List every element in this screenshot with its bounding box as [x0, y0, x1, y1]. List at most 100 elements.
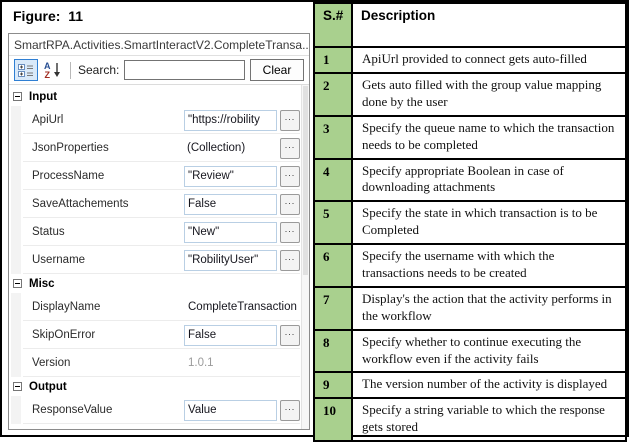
svg-text:Z: Z	[45, 70, 51, 80]
table-row: 10 Specify a string variable to which th…	[313, 397, 627, 442]
serial-header: S.#	[313, 2, 353, 48]
property-value-field[interactable]: False	[184, 324, 277, 346]
serial-cell: 10	[313, 397, 353, 442]
table-row: 6 Specify the username with which the tr…	[313, 243, 627, 288]
alphabetical-sort-icon[interactable]: A Z	[43, 60, 63, 80]
section-label: Output	[29, 380, 67, 393]
property-row: SaveAttachements False ...	[9, 190, 300, 218]
ellipsis-button[interactable]: ...	[280, 221, 300, 243]
property-name: Username	[32, 254, 86, 266]
property-grid: Input ApiUrl "https://robility ... JsonP…	[9, 85, 309, 429]
row-indent	[11, 321, 21, 349]
description-cell: Specify a string variable to which the r…	[351, 397, 627, 442]
table-row: 7 Display's the action that the activity…	[313, 285, 627, 331]
properties-toolbar: A Z Search: Clear	[9, 56, 309, 85]
property-row: Status "New" ...	[9, 218, 300, 246]
description-cell: Specify appropriate Boolean in case of d…	[351, 157, 627, 203]
table-row: 1 ApiUrl provided to connect gets auto-f…	[313, 46, 627, 74]
property-name: DisplayName	[32, 301, 101, 313]
serial-cell: 6	[313, 243, 353, 288]
property-row: JsonProperties (Collection) ...	[9, 134, 300, 162]
property-name: Status	[32, 226, 65, 238]
table-row: 8 Specify whether to continue executing …	[313, 328, 627, 374]
description-cell: Specify the username with which the tran…	[351, 243, 627, 288]
serial-cell: 4	[313, 157, 353, 203]
figure-caption: Figure: 11	[13, 8, 84, 24]
property-row: Username "RobilityUser" ...	[9, 246, 300, 274]
description-cell: Specify the queue name to which the tran…	[351, 114, 627, 160]
description-cell: Display's the action that the activity p…	[351, 285, 627, 331]
row-indent	[11, 396, 21, 424]
scrollbar[interactable]	[301, 85, 309, 429]
property-row: ResponseValue Value ...	[9, 396, 300, 424]
description-table-body: 1 ApiUrl provided to connect gets auto-f…	[313, 46, 627, 442]
activity-fullname: SmartRPA.Activities.SmartInteractV2.Comp…	[9, 34, 309, 56]
collapse-minus-icon[interactable]	[13, 279, 22, 288]
table-row: 4 Specify appropriate Boolean in case of…	[313, 157, 627, 203]
collapse-minus-icon[interactable]	[13, 382, 22, 391]
ellipsis-button[interactable]: ...	[280, 193, 300, 215]
serial-cell: 5	[313, 200, 353, 246]
ellipsis-button[interactable]: ...	[280, 249, 300, 271]
clear-button[interactable]: Clear	[250, 59, 304, 81]
ellipsis-button[interactable]: ...	[280, 137, 300, 159]
table-row: 3 Specify the queue name to which the tr…	[313, 114, 627, 160]
property-row: Version 1.0.1	[9, 349, 300, 377]
properties-panel: SmartRPA.Activities.SmartInteractV2.Comp…	[8, 33, 310, 430]
property-row: SkipOnError False ...	[9, 321, 300, 349]
serial-cell: 3	[313, 114, 353, 160]
serial-cell: 7	[313, 285, 353, 331]
ellipsis-button[interactable]: ...	[280, 399, 300, 421]
property-name: ApiUrl	[32, 114, 64, 126]
description-cell: Gets auto filled with the group value ma…	[351, 72, 627, 117]
row-indent	[11, 134, 21, 162]
property-section-header: Output	[9, 377, 300, 396]
property-value-field[interactable]: "Review"	[184, 165, 277, 187]
description-cell: ApiUrl provided to connect gets auto-fil…	[351, 46, 627, 74]
categorized-view-button[interactable]	[14, 59, 38, 81]
property-value-field[interactable]: "New"	[184, 221, 277, 243]
collapse-minus-icon[interactable]	[13, 92, 22, 101]
property-value-field[interactable]: (Collection)	[187, 142, 246, 154]
serial-cell: 9	[313, 371, 353, 400]
serial-cell: 2	[313, 72, 353, 117]
property-value-field[interactable]: "RobilityUser"	[184, 249, 277, 271]
row-indent	[11, 349, 21, 377]
description-cell: Specify whether to continue executing th…	[351, 328, 627, 374]
property-row: DisplayName CompleteTransaction	[9, 293, 300, 321]
description-cell: Specify the state in which transaction i…	[351, 200, 627, 246]
property-value-field[interactable]: "https://robility	[184, 109, 277, 131]
property-value-field[interactable]: 1.0.1	[188, 357, 214, 369]
toolbar-separator	[70, 61, 71, 79]
table-row: 9 The version number of the activity is …	[313, 371, 627, 400]
table-row: 5 Specify the state in which transaction…	[313, 200, 627, 246]
row-indent	[11, 190, 21, 218]
description-header: Description	[351, 2, 627, 48]
row-indent	[11, 106, 21, 134]
search-input[interactable]	[124, 60, 245, 80]
property-name: ResponseValue	[32, 404, 113, 416]
ellipsis-button[interactable]: ...	[280, 109, 300, 131]
scrollbar-thumb[interactable]	[303, 86, 308, 276]
search-label: Search:	[78, 63, 120, 77]
property-row: ApiUrl "https://robility ...	[9, 106, 300, 134]
property-value-field[interactable]: False	[184, 193, 277, 215]
section-label: Misc	[29, 277, 55, 290]
property-row: ProcessName "Review" ...	[9, 162, 300, 190]
property-value-field[interactable]: CompleteTransaction	[188, 301, 297, 313]
ellipsis-button[interactable]: ...	[280, 165, 300, 187]
description-cell: The version number of the activity is di…	[351, 371, 627, 400]
property-section-header: Input	[9, 87, 300, 106]
row-indent	[11, 162, 21, 190]
row-indent	[11, 293, 21, 321]
svg-text:A: A	[44, 61, 51, 71]
row-indent	[11, 218, 21, 246]
property-name: JsonProperties	[32, 142, 109, 154]
table-header-row: S.# Description	[313, 2, 627, 48]
ellipsis-button[interactable]: ...	[280, 324, 300, 346]
categorized-view-icon	[18, 63, 33, 77]
property-value-field[interactable]: Value	[184, 399, 277, 421]
description-table: S.# Description 1 ApiUrl provided to con…	[313, 2, 627, 442]
property-name: SkipOnError	[32, 329, 96, 341]
